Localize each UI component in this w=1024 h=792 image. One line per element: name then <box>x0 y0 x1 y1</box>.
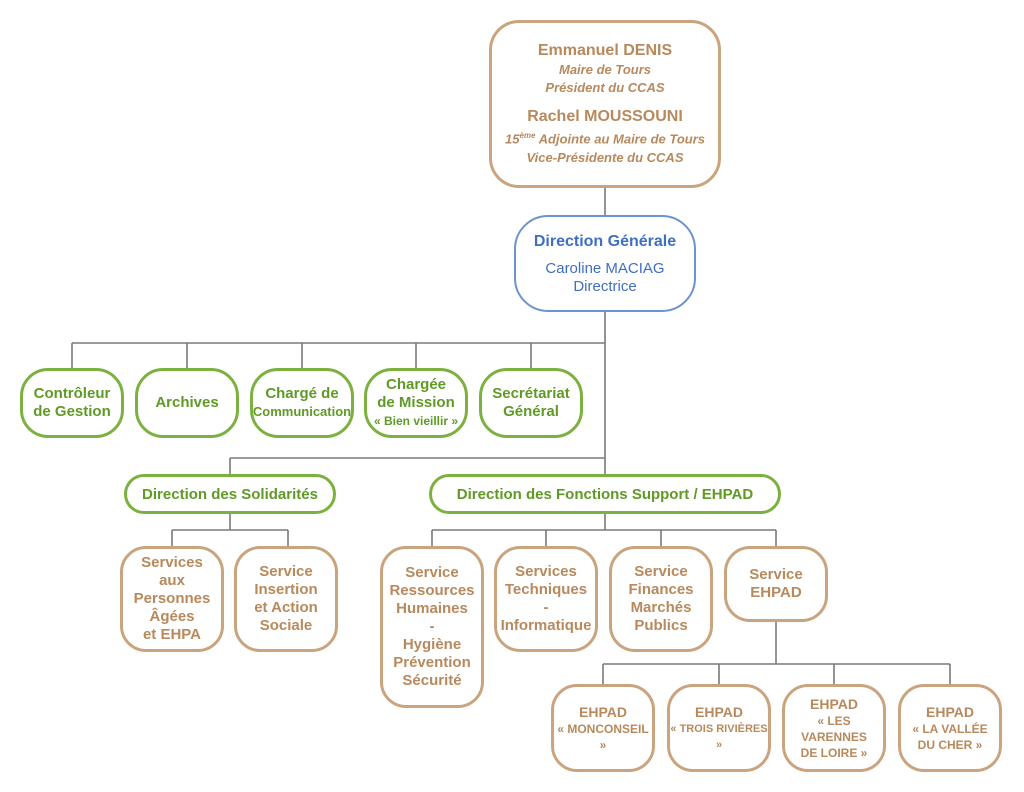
deputy-ccas-role: Vice-Présidente du CCAS <box>526 149 684 165</box>
staff-label: Communication <box>252 404 352 419</box>
service-ressources-humaines: Service Ressources Humaines - Hygiène Pr… <box>380 546 484 708</box>
staff-label: de Gestion <box>33 403 111 420</box>
staff-label: Chargé de <box>265 385 339 402</box>
dg-title: Direction Générale <box>533 232 677 250</box>
service-label: Service <box>259 563 313 580</box>
service-insertion-action-sociale: Service Insertion et Action Sociale <box>234 546 338 652</box>
leadership-box: Emmanuel DENIS Maire de Tours Président … <box>489 20 721 188</box>
staff-label: « Bien vieillir » <box>373 414 459 428</box>
service-finances-marches: Service Finances Marchés Publics <box>609 546 713 652</box>
mayor-role: Maire de Tours <box>559 62 651 78</box>
service-label: Sécurité <box>402 672 462 689</box>
service-personnes-agees: Services aux Personnes Âgées et EHPA <box>120 546 224 652</box>
service-label: Service <box>634 563 688 580</box>
service-label: Finances <box>628 581 694 598</box>
direction-label: Direction des Solidarités <box>142 485 318 503</box>
staff-chargee-mission: Chargée de Mission « Bien vieillir » <box>364 368 468 438</box>
staff-label: Contrôleur <box>33 385 111 402</box>
ehpad-label: DU CHER » <box>917 738 983 752</box>
service-label: Informatique <box>500 617 592 634</box>
ehpad-trois-rivieres: EHPAD « TROIS RIVIÈRES » <box>667 684 771 772</box>
service-label: Publics <box>634 617 688 634</box>
staff-label: Chargée <box>385 376 447 393</box>
staff-label: de Mission <box>377 394 455 411</box>
service-label: et Action <box>254 599 318 616</box>
mayor-ccas-role: Président du CCAS <box>545 80 665 96</box>
service-label: - <box>543 599 549 616</box>
mayor-name: Emmanuel DENIS <box>537 42 673 60</box>
ehpad-monconseil: EHPAD « MONCONSEIL » <box>551 684 655 772</box>
service-label: Insertion <box>254 581 318 598</box>
ehpad-label: « MONCONSEIL » <box>557 722 649 752</box>
service-label: Humaines <box>396 600 468 617</box>
service-label: Service <box>405 564 459 581</box>
ehpad-vallee-du-cher: EHPAD « LA VALLÉE DU CHER » <box>898 684 1002 772</box>
service-label: EHPAD <box>750 584 802 601</box>
deputy-role: 15ème Adjointe au Maire de Tours <box>505 131 705 147</box>
staff-secretariat-general: Secrétariat Général <box>479 368 583 438</box>
service-label: Techniques <box>504 581 588 598</box>
service-label: Ressources <box>389 582 475 599</box>
direction-fonctions-support: Direction des Fonctions Support / EHPAD <box>429 474 781 514</box>
staff-label: Archives <box>155 394 219 411</box>
staff-controleur-gestion: Contrôleur de Gestion <box>20 368 124 438</box>
ehpad-label: EHPAD <box>579 704 627 720</box>
ehpad-label: EHPAD <box>810 696 858 712</box>
service-label: Services <box>515 563 577 580</box>
service-ehpad: Service EHPAD <box>724 546 828 622</box>
ehpad-label: EHPAD <box>926 704 974 720</box>
service-label: et EHPA <box>142 626 202 643</box>
dg-role: Directrice <box>573 277 637 295</box>
service-label: Hygiène <box>402 636 462 653</box>
staff-charge-communication: Chargé de Communication <box>250 368 354 438</box>
staff-archives: Archives <box>135 368 239 438</box>
ehpad-label: « TROIS RIVIÈRES » <box>670 723 768 751</box>
direction-label: Direction des Fonctions Support / EHPAD <box>456 485 754 503</box>
service-label: Âgées <box>149 608 195 625</box>
service-techniques-informatique: Services Techniques - Informatique <box>494 546 598 652</box>
deputy-name: Rachel MOUSSOUNI <box>527 108 683 126</box>
service-label: Service <box>749 566 803 583</box>
direction-solidarites: Direction des Solidarités <box>124 474 336 514</box>
dg-name: Caroline MACIAG <box>545 259 665 277</box>
service-label: aux Personnes <box>133 572 211 607</box>
staff-label: Secrétariat <box>492 385 570 402</box>
ehpad-label: EHPAD <box>695 704 743 720</box>
ehpad-label: « LA VALLÉE <box>912 722 988 736</box>
service-label: Sociale <box>259 617 313 634</box>
ehpad-label: « LES VARENNES <box>801 714 867 744</box>
ehpad-varennes-de-loire: EHPAD « LES VARENNES DE LOIRE » <box>782 684 886 772</box>
staff-label: Général <box>503 403 559 420</box>
service-label: Marchés <box>630 599 692 616</box>
service-label: Services <box>141 554 203 571</box>
direction-generale-box: Direction Générale Caroline MACIAG Direc… <box>514 215 696 312</box>
ehpad-label: DE LOIRE » <box>800 746 868 760</box>
service-label: Prévention <box>393 654 471 671</box>
service-label: - <box>429 618 435 635</box>
